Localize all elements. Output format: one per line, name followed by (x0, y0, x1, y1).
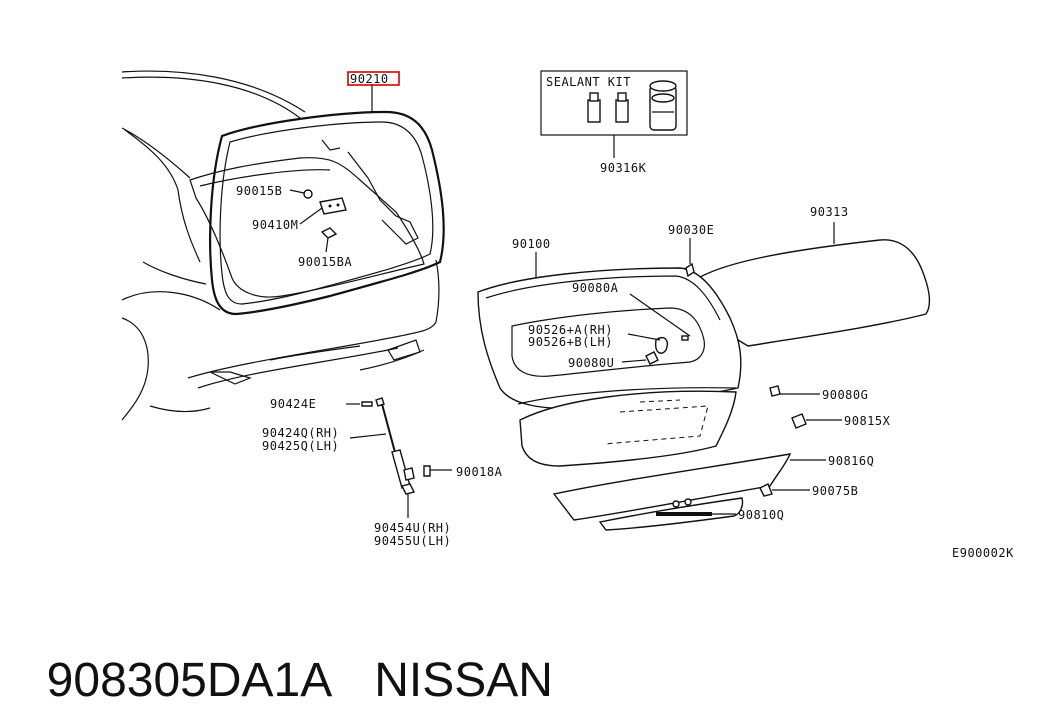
label-90100: 90100 (512, 237, 551, 251)
footer-caption: 908305DA1A NISSAN (20, 598, 553, 708)
label-90526b: 90526+B(LH) (528, 335, 613, 349)
label-90075b: 90075B (812, 484, 858, 498)
label-90424e: 90424E (270, 397, 316, 411)
parts-diagram: 90210 90015B 90410M 90015BA SEALANT KIT … (121, 70, 1014, 560)
label-90210: 90210 (350, 72, 389, 86)
back-door-panel-90100 (477, 252, 742, 467)
label-90080u: 90080U (568, 356, 614, 370)
rear-spoiler-90313 (691, 222, 931, 347)
label-sealant-kit: SEALANT KIT (546, 75, 631, 89)
part-labels: 90210 90015B 90410M 90015BA SEALANT KIT … (236, 71, 1014, 560)
label-90526a: 90526+A(RH) (528, 323, 613, 337)
label-90080a: 90080A (572, 281, 619, 295)
vehicle-rear-body (121, 70, 440, 421)
brand-name: NISSAN (374, 654, 553, 707)
label-90424q: 90424Q(RH) (262, 426, 339, 440)
label-90018a: 90018A (456, 465, 503, 479)
trim-parts (552, 385, 842, 531)
striker-assembly (289, 189, 347, 253)
clip-90030e (685, 238, 695, 278)
label-90810q: 90810Q (738, 508, 784, 522)
highlight-box (347, 71, 400, 86)
weatherstrip-90210 (189, 84, 445, 316)
label-90455u: 90455U(LH) (374, 534, 451, 548)
label-90030e: 90030E (668, 223, 714, 237)
label-90015ba: 90015BA (298, 255, 352, 269)
part-number: 908305DA1A (46, 654, 333, 707)
label-90815x: 90815X (844, 414, 891, 428)
label-90425q: 90425Q(LH) (262, 439, 339, 453)
label-90313: 90313 (810, 205, 849, 219)
sealant-kit-box (540, 70, 688, 158)
diagram-reference-code: E900002K (952, 546, 1014, 560)
label-90080g: 90080G (822, 388, 868, 402)
label-90316k: 90316K (600, 161, 647, 175)
label-90410m: 90410M (252, 218, 298, 232)
gas-strut (346, 397, 452, 518)
label-90454u: 90454U(RH) (374, 521, 451, 535)
label-90816q: 90816Q (828, 454, 874, 468)
label-90015b: 90015B (236, 184, 282, 198)
